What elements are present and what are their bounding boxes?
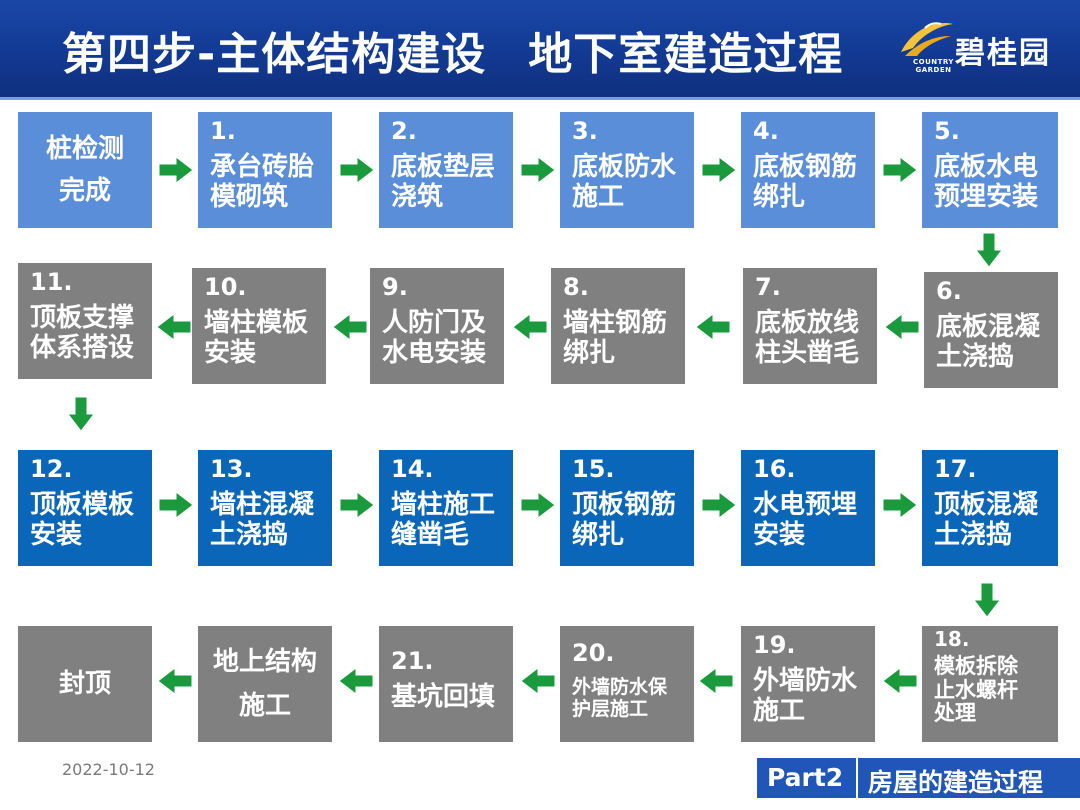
step-20: 20. 外墙防水保 护层施工	[560, 626, 694, 742]
logo-text: 碧桂园	[955, 36, 1051, 71]
arrow-left-icon	[884, 312, 920, 342]
arrow-right-icon	[520, 490, 556, 520]
header-bar	[0, 0, 1080, 97]
arrow-left-icon	[156, 312, 192, 342]
page-title-main: 第四步-主体结构建设	[62, 29, 487, 80]
arrow-left-icon	[882, 666, 918, 696]
step-12: 12. 顶板模板 安装	[18, 450, 152, 566]
step-6: 6. 底板混凝 土浇捣	[924, 272, 1058, 388]
arrow-right-icon	[339, 155, 375, 185]
page-title: 第四步-主体结构建设地下室建造过程	[62, 18, 843, 82]
step-22: 地上结构 施工	[198, 626, 332, 742]
step-19: 19. 外墙防水 施工	[741, 626, 875, 742]
arrow-right-icon	[882, 155, 918, 185]
footer-section-banner: Part2 房屋的建造过程	[757, 758, 1080, 798]
arrow-left-icon	[698, 666, 734, 696]
step-14: 14. 墙柱施工 缝凿毛	[379, 450, 513, 566]
arrow-left-icon	[338, 666, 374, 696]
footer-divider	[856, 758, 858, 798]
logo-emblem-icon	[901, 22, 953, 56]
arrow-right-icon	[158, 155, 194, 185]
step-3: 3. 底板防水 施工	[560, 112, 694, 228]
step-16: 16. 水电预埋 安装	[741, 450, 875, 566]
step-2: 2. 底板垫层 浇筑	[379, 112, 513, 228]
step-9: 9. 人防门及 水电安装	[370, 268, 504, 384]
step-21: 21. 基坑回填	[379, 626, 513, 742]
arrow-left-icon	[520, 666, 556, 696]
step-10: 10. 墙柱模板 安装	[192, 268, 326, 384]
arrow-left-icon	[157, 666, 193, 696]
arrow-right-icon	[701, 155, 737, 185]
arrow-down-icon	[66, 396, 96, 432]
arrow-right-icon	[339, 490, 375, 520]
footer-part-label: Part2	[767, 763, 844, 792]
arrow-left-icon	[512, 312, 548, 342]
step-5: 5. 底板水电 预埋安装	[922, 112, 1058, 228]
arrow-right-icon	[701, 490, 737, 520]
arrow-right-icon	[520, 155, 556, 185]
arrow-left-icon	[695, 312, 731, 342]
step-4: 4. 底板钢筋 绑扎	[741, 112, 875, 228]
step-start: 桩检测 完成	[18, 112, 152, 228]
step-end: 封顶	[18, 626, 152, 742]
header-divider	[0, 97, 1080, 100]
arrow-left-icon	[332, 312, 368, 342]
arrow-down-icon	[972, 582, 1002, 618]
step-8: 8. 墙柱钢筋 绑扎	[551, 268, 685, 384]
page-title-sub: 地下室建造过程	[528, 29, 844, 80]
step-11: 11. 顶板支撑 体系搭设	[18, 263, 152, 379]
step-15: 15. 顶板钢筋 绑扎	[560, 450, 694, 566]
arrow-right-icon	[158, 490, 194, 520]
step-7: 7. 底板放线 柱头凿毛	[743, 268, 877, 384]
step-13: 13. 墙柱混凝 土浇捣	[198, 450, 332, 566]
slide-date: 2022-10-12	[62, 760, 155, 779]
arrow-right-icon	[882, 490, 918, 520]
arrow-down-icon	[974, 232, 1004, 268]
step-18: 18. 模板拆除 止水螺杆 处理	[922, 626, 1058, 742]
footer-section-title: 房屋的建造过程	[868, 768, 1044, 797]
step-17: 17. 顶板混凝 土浇捣	[922, 450, 1058, 566]
step-1: 1. 承台砖胎 模砌筑	[198, 112, 332, 228]
